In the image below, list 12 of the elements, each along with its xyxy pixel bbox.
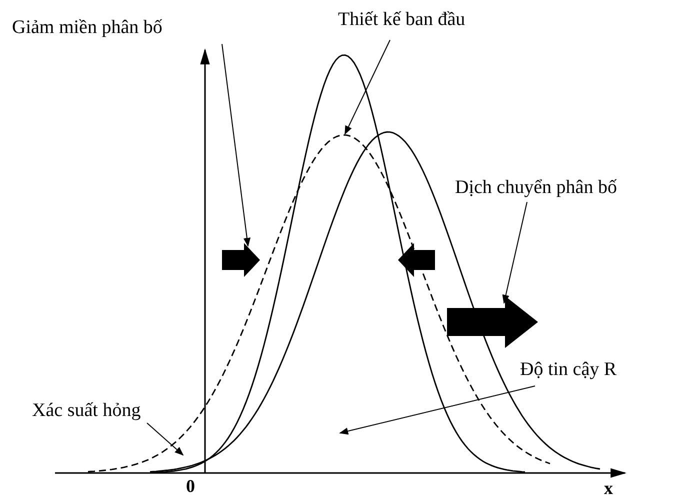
annotation-label: Xác suất hỏng [32, 399, 141, 423]
axis-label: 0 [186, 477, 195, 495]
leader-line [339, 386, 536, 435]
annotation-label: Dịch chuyển phân bố [455, 176, 617, 200]
annotation-label: Giảm miền phân bố [12, 16, 162, 40]
leader-line [146, 422, 184, 456]
leader-line [502, 202, 528, 304]
axis-label: x [604, 479, 613, 495]
leader-line [344, 40, 390, 135]
annotation-label: Độ tin cậy R [520, 358, 617, 382]
leader-line [222, 44, 251, 247]
annotation-label: Thiết kế ban đầu [338, 8, 466, 32]
